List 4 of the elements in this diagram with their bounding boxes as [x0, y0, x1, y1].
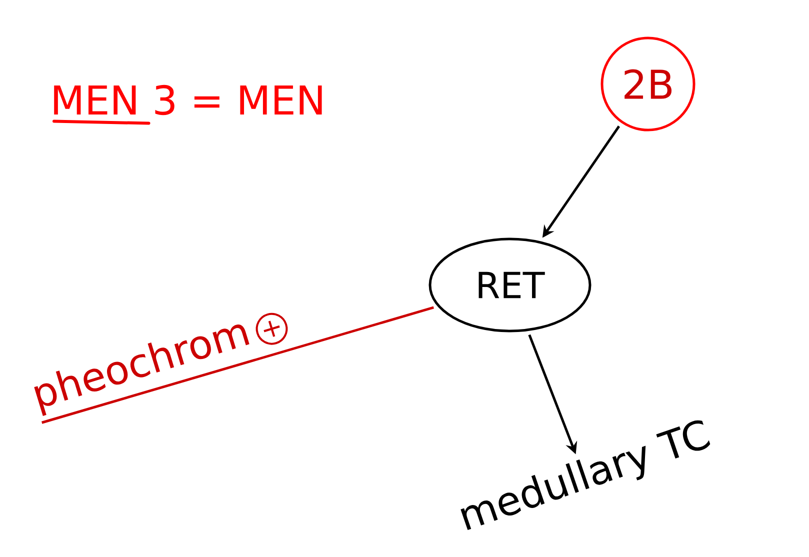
- circled-text: 2B: [600, 36, 696, 132]
- heading-text: MEN 3 = MEN: [54, 84, 322, 116]
- connector-line: [42, 306, 434, 424]
- circled-sign: +: [256, 312, 288, 345]
